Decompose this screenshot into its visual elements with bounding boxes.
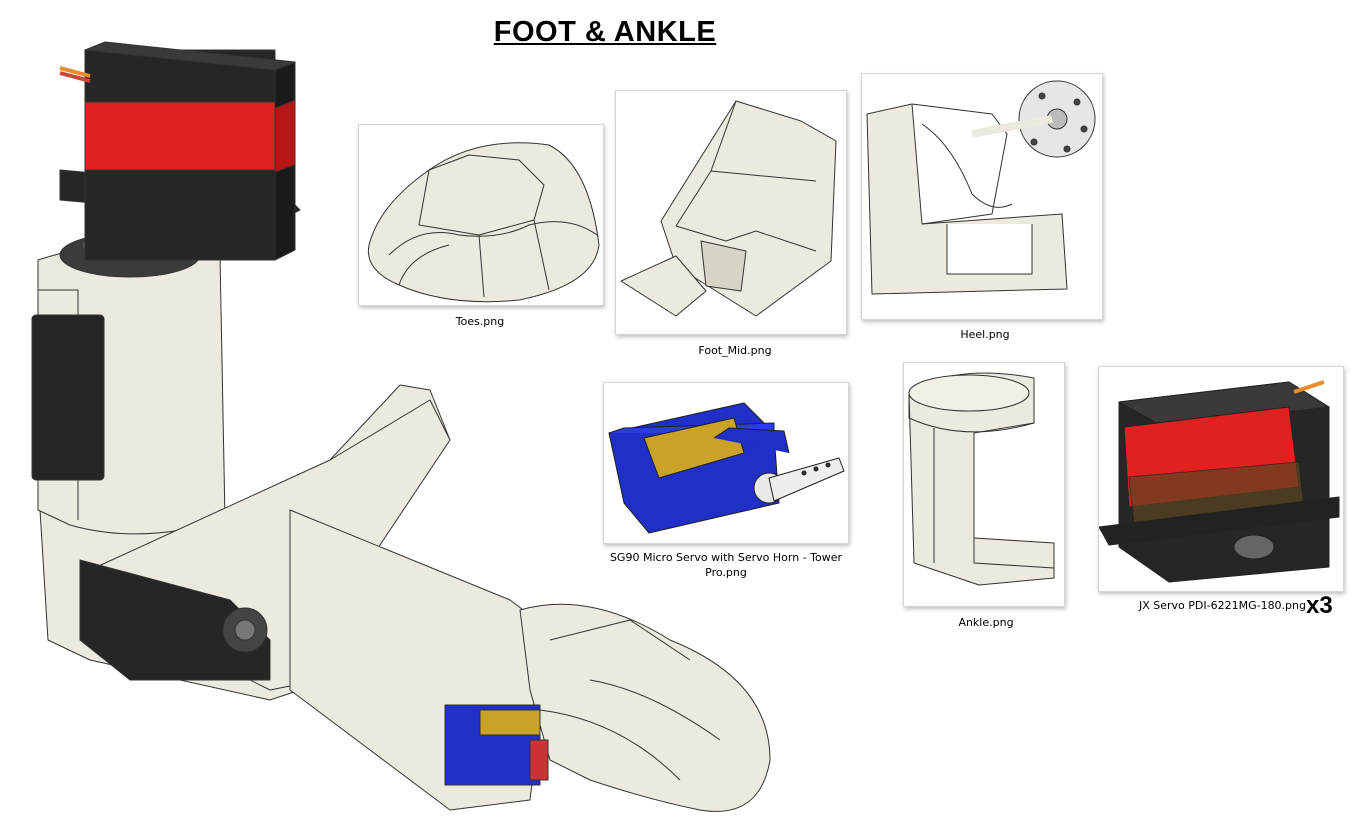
sg90-servo-thumbnail <box>603 382 849 544</box>
foot-mid-caption: Foot_Mid.png <box>698 344 772 357</box>
jx-servo-caption: JX Servo PDI-6221MG-180.png <box>1138 599 1306 612</box>
sg90-servo-caption: SG90 Micro Servo with Servo Horn - Tower… <box>609 551 843 579</box>
jx-servo-thumbnail <box>1098 366 1344 592</box>
ankle-caption: Ankle.png <box>958 616 1014 629</box>
foot-ankle-assembly-illustration <box>30 40 810 830</box>
toes-caption: Toes.png <box>455 315 505 328</box>
foot-mid-thumbnail <box>615 90 847 335</box>
page-title: FOOT & ANKLE <box>493 16 717 48</box>
jx-servo-quantity: x3 <box>1306 592 1333 619</box>
toes-thumbnail <box>358 124 604 306</box>
ankle-thumbnail <box>903 362 1065 607</box>
heel-thumbnail <box>861 73 1103 320</box>
heel-caption: Heel.png <box>960 328 1010 341</box>
